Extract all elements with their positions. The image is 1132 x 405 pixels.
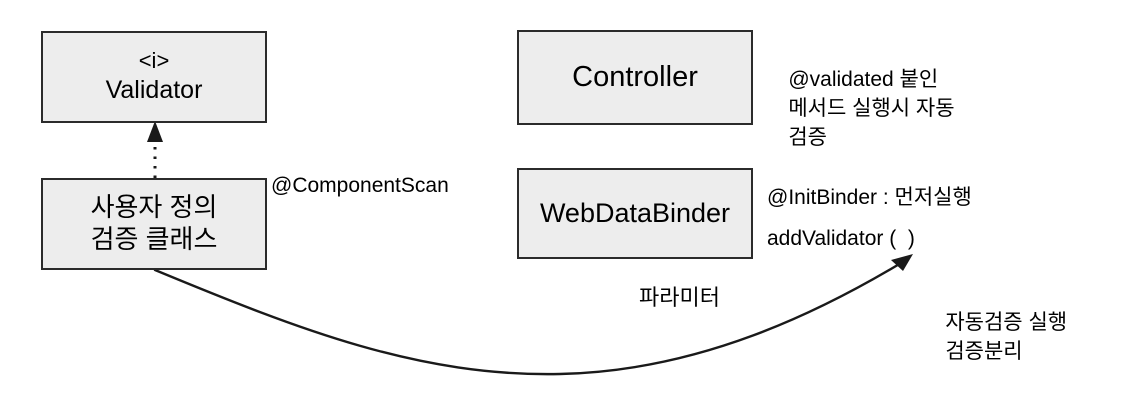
realization-triangle-arrowhead	[147, 121, 163, 142]
annotation-initbinder: @InitBinder : 먼저실행	[767, 186, 972, 209]
annotation-auto-validation-line2: 검증분리	[945, 339, 1023, 363]
annotation-validated: @validated 붙인 메서드 실행시 자동 검증	[765, 37, 955, 182]
node-webdatabinder[interactable]: WebDataBinder	[517, 168, 753, 259]
parameter-flow-curve	[153, 258, 908, 376]
annotation-validated-line1: @validated 붙인	[788, 67, 939, 91]
node-webdatabinder-label: WebDataBinder	[539, 198, 731, 229]
annotation-validated-line2: 메서드 실행시 자동	[788, 96, 955, 120]
node-custom-validation-class-label-line1: 사용자 정의	[90, 192, 218, 223]
annotation-auto-validation: 자동검증 실행 검증분리	[922, 280, 1067, 396]
node-validator-stereotype: <i>	[138, 48, 170, 74]
node-validator-label: Validator	[105, 76, 203, 105]
annotation-validated-line3: 검증	[788, 125, 827, 149]
node-controller-label: Controller	[572, 60, 698, 93]
node-controller[interactable]: Controller	[517, 30, 753, 125]
node-custom-validation-class[interactable]: 사용자 정의 검증 클래스	[41, 178, 267, 270]
edge-realization	[147, 121, 163, 178]
annotation-addvalidator: addValidator ( )	[767, 227, 915, 250]
edge-parameter-flow	[153, 254, 913, 376]
node-validator[interactable]: <i> Validator	[41, 31, 267, 123]
node-custom-validation-class-label-line2: 검증 클래스	[90, 224, 218, 254]
parameter-flow-arrowhead	[891, 254, 913, 271]
annotation-componentscan: @ComponentScan	[271, 174, 449, 197]
annotation-parameter: 파라미터	[639, 285, 720, 310]
annotation-auto-validation-line1: 자동검증 실행	[945, 310, 1068, 334]
